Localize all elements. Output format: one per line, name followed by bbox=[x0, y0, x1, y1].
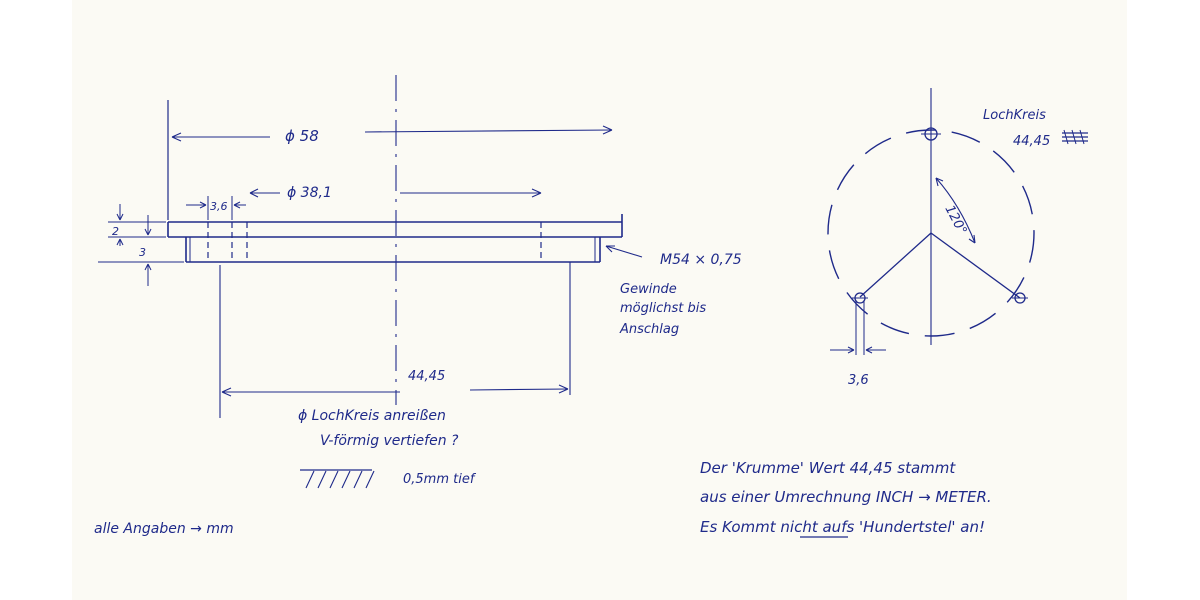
note-lochkreis-2: V-förmig vertiefen ? bbox=[320, 433, 459, 449]
dim-diameter-58: ϕ 58 bbox=[167, 100, 613, 220]
dim-span-4445: 44,45 bbox=[219, 262, 571, 418]
note-gewinde-2: möglichst bis bbox=[620, 301, 706, 316]
dim-hole-width: 3,6 bbox=[186, 196, 246, 220]
label-h3: 3 bbox=[139, 246, 146, 259]
label-h2: 2 bbox=[112, 225, 119, 238]
note-krumme-1: Der 'Krumme' Wert 44,45 stammt bbox=[700, 459, 956, 477]
part-side-view bbox=[167, 75, 623, 405]
bolt-circle-view: 120° 3,6 LochKreis 44,45 bbox=[827, 88, 1088, 388]
label-hole-36: 3,6 bbox=[848, 373, 869, 388]
label-d58: ϕ 58 bbox=[285, 127, 319, 145]
note-units: alle Angaben → mm bbox=[94, 521, 234, 537]
label-w36: 3,6 bbox=[210, 200, 228, 213]
note-krumme-2: aus einer Umrechnung INCH → METER. bbox=[700, 488, 992, 506]
label-thread: M54 × 0,75 bbox=[660, 252, 742, 268]
label-lk-value: 44,45 bbox=[1013, 134, 1050, 149]
label-span: 44,45 bbox=[408, 369, 445, 384]
label-lk-title: LochKreis bbox=[983, 108, 1046, 123]
inch-note: Der 'Krumme' Wert 44,45 stammt aus einer… bbox=[700, 459, 992, 538]
note-krumme-3: Es Kommt nicht aufs 'Hundertstel' an! bbox=[700, 518, 985, 536]
label-d38: ϕ 38,1 bbox=[287, 185, 332, 201]
dim-heights: 2 3 bbox=[98, 204, 184, 286]
hatch-symbol bbox=[300, 469, 375, 489]
dim-diameter-38: ϕ 38,1 bbox=[249, 185, 542, 201]
note-tief: 0,5mm tief bbox=[403, 472, 477, 487]
note-gewinde-1: Gewinde bbox=[620, 282, 677, 297]
note-lochkreis-1: ϕ LochKreis anreißen bbox=[298, 408, 446, 424]
thread-callout: M54 × 0,75 Gewinde möglichst bis Anschla… bbox=[605, 245, 742, 337]
scribble bbox=[1062, 129, 1088, 145]
paper-sheet bbox=[72, 0, 1127, 600]
note-gewinde-3: Anschlag bbox=[619, 322, 679, 337]
lochkreis-note: ϕ LochKreis anreißen V-förmig vertiefen … bbox=[298, 408, 477, 489]
